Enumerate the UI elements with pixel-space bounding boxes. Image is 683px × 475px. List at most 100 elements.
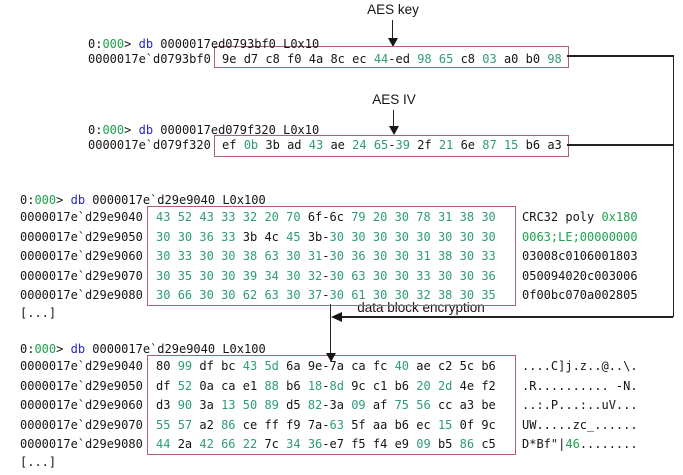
byte-separator xyxy=(170,379,177,393)
aes-iv-arrowhead-icon xyxy=(388,126,399,135)
byte-separator xyxy=(301,230,308,244)
hex-byte: 30 xyxy=(394,268,410,283)
hex-byte: 22 xyxy=(242,437,258,451)
text-segment: 46 xyxy=(565,437,580,451)
hex-byte: 9c xyxy=(481,417,496,432)
hex-byte: b5 xyxy=(437,437,453,451)
byte-separator xyxy=(301,249,308,263)
hex-byte: cc xyxy=(437,398,453,412)
hex-byte: 38 xyxy=(459,210,475,224)
text-segment: > xyxy=(56,193,71,207)
hex-byte: e1 xyxy=(242,378,258,393)
hex-byte: 65 xyxy=(373,138,389,152)
hex-byte: f5 xyxy=(351,437,366,451)
byte-separator xyxy=(452,398,459,412)
byte-separator xyxy=(497,138,504,152)
hex-byte: 33 xyxy=(177,249,193,263)
byte-separator: - xyxy=(322,288,330,302)
hex-byte: 30 xyxy=(286,288,301,302)
highlight-box-plaintext xyxy=(147,206,516,306)
byte-separator xyxy=(236,398,243,412)
hex-byte: 30 xyxy=(329,249,344,263)
byte-separator xyxy=(387,418,394,432)
text-segment: ....C]j.z..@..\. xyxy=(522,359,638,373)
hex-byte: 4a xyxy=(308,52,324,66)
hex-byte: 30 xyxy=(329,288,344,302)
ellipsis: [...] xyxy=(20,455,57,469)
byte-separator xyxy=(431,359,438,373)
text-segment: 0000017ed079f320 L0x10 xyxy=(153,123,320,137)
connector-feed-arrowhead-icon xyxy=(331,311,342,322)
address: 0000017e`d079f320 xyxy=(88,138,211,152)
hex-byte: ff xyxy=(264,417,279,432)
byte-separator: - xyxy=(322,359,330,373)
text-segment: 0: xyxy=(88,123,103,137)
text-segment: 0000017ed0793bf0 L0x10 xyxy=(153,37,320,51)
hex-byte: 30 xyxy=(459,249,475,263)
text-segment: .R.......... -N. xyxy=(522,378,638,393)
hex-byte: 98 xyxy=(417,52,432,66)
byte-separator xyxy=(214,210,221,224)
byte-separator xyxy=(431,210,438,224)
byte-separator xyxy=(497,52,504,66)
byte-separator xyxy=(170,288,177,302)
hex-byte: ca xyxy=(351,359,366,373)
hex-byte: ec xyxy=(416,417,431,432)
hex-byte: 30 xyxy=(394,249,410,263)
byte-separator xyxy=(431,249,438,263)
byte-separator xyxy=(236,249,243,263)
hex-byte: 35 xyxy=(481,288,496,302)
byte-separator xyxy=(236,359,243,373)
hex-byte: 88 xyxy=(264,378,279,393)
byte-separator xyxy=(301,288,308,302)
byte-separator xyxy=(236,52,243,66)
hex-byte: af xyxy=(372,398,388,412)
hex-byte: 30 xyxy=(481,229,496,244)
hex-byte: c8 xyxy=(460,52,476,66)
byte-separator xyxy=(387,288,394,302)
text-segment: 050094020c003006 xyxy=(522,268,638,283)
connector-right-vertical xyxy=(672,55,674,317)
byte-separator xyxy=(366,230,373,244)
hex-bytes: df 52 0a ca e1 88 b6 18-8d 9c c1 b6 20 2… xyxy=(156,379,496,393)
hex-byte: 30 xyxy=(351,229,366,244)
hex-byte: e7 xyxy=(329,437,344,451)
byte-separator xyxy=(452,359,459,373)
byte-separator xyxy=(452,379,459,393)
hex-byte: 3a xyxy=(199,398,214,412)
hex-byte: 6c xyxy=(329,210,344,224)
hex-byte: 30 xyxy=(372,268,388,283)
byte-separator xyxy=(387,379,394,393)
ellipsis: [...] xyxy=(20,306,57,320)
hex-byte: 4c xyxy=(264,229,279,244)
hex-byte: f9 xyxy=(286,417,301,432)
text-segment: UW.....zc_...... xyxy=(522,417,638,432)
byte-separator xyxy=(301,210,308,224)
byte-separator xyxy=(236,210,243,224)
byte-separator xyxy=(452,210,459,224)
hex-byte: c2 xyxy=(437,359,453,373)
aes-key-arrow-shaft xyxy=(391,20,393,39)
connector-key-horizontal xyxy=(567,55,674,57)
byte-separator xyxy=(366,418,373,432)
hex-byte: 30 xyxy=(394,229,410,244)
hex-byte: 2f xyxy=(417,138,432,152)
hex-byte: 30 xyxy=(481,210,496,224)
byte-separator xyxy=(301,437,308,451)
hex-byte: 3b xyxy=(307,229,323,244)
hex-byte: f2 xyxy=(481,378,496,393)
hex-byte: 09 xyxy=(351,398,366,412)
hex-byte: 30 xyxy=(177,229,193,244)
hex-byte: 39 xyxy=(242,268,258,283)
hex-byte: 33 xyxy=(481,249,496,263)
hex-bytes: ef 0b 3b ad 43 ae 24 65-39 2f 21 6e 87 1… xyxy=(222,138,562,152)
hex-byte: 44 xyxy=(156,437,171,451)
byte-separator xyxy=(214,230,221,244)
